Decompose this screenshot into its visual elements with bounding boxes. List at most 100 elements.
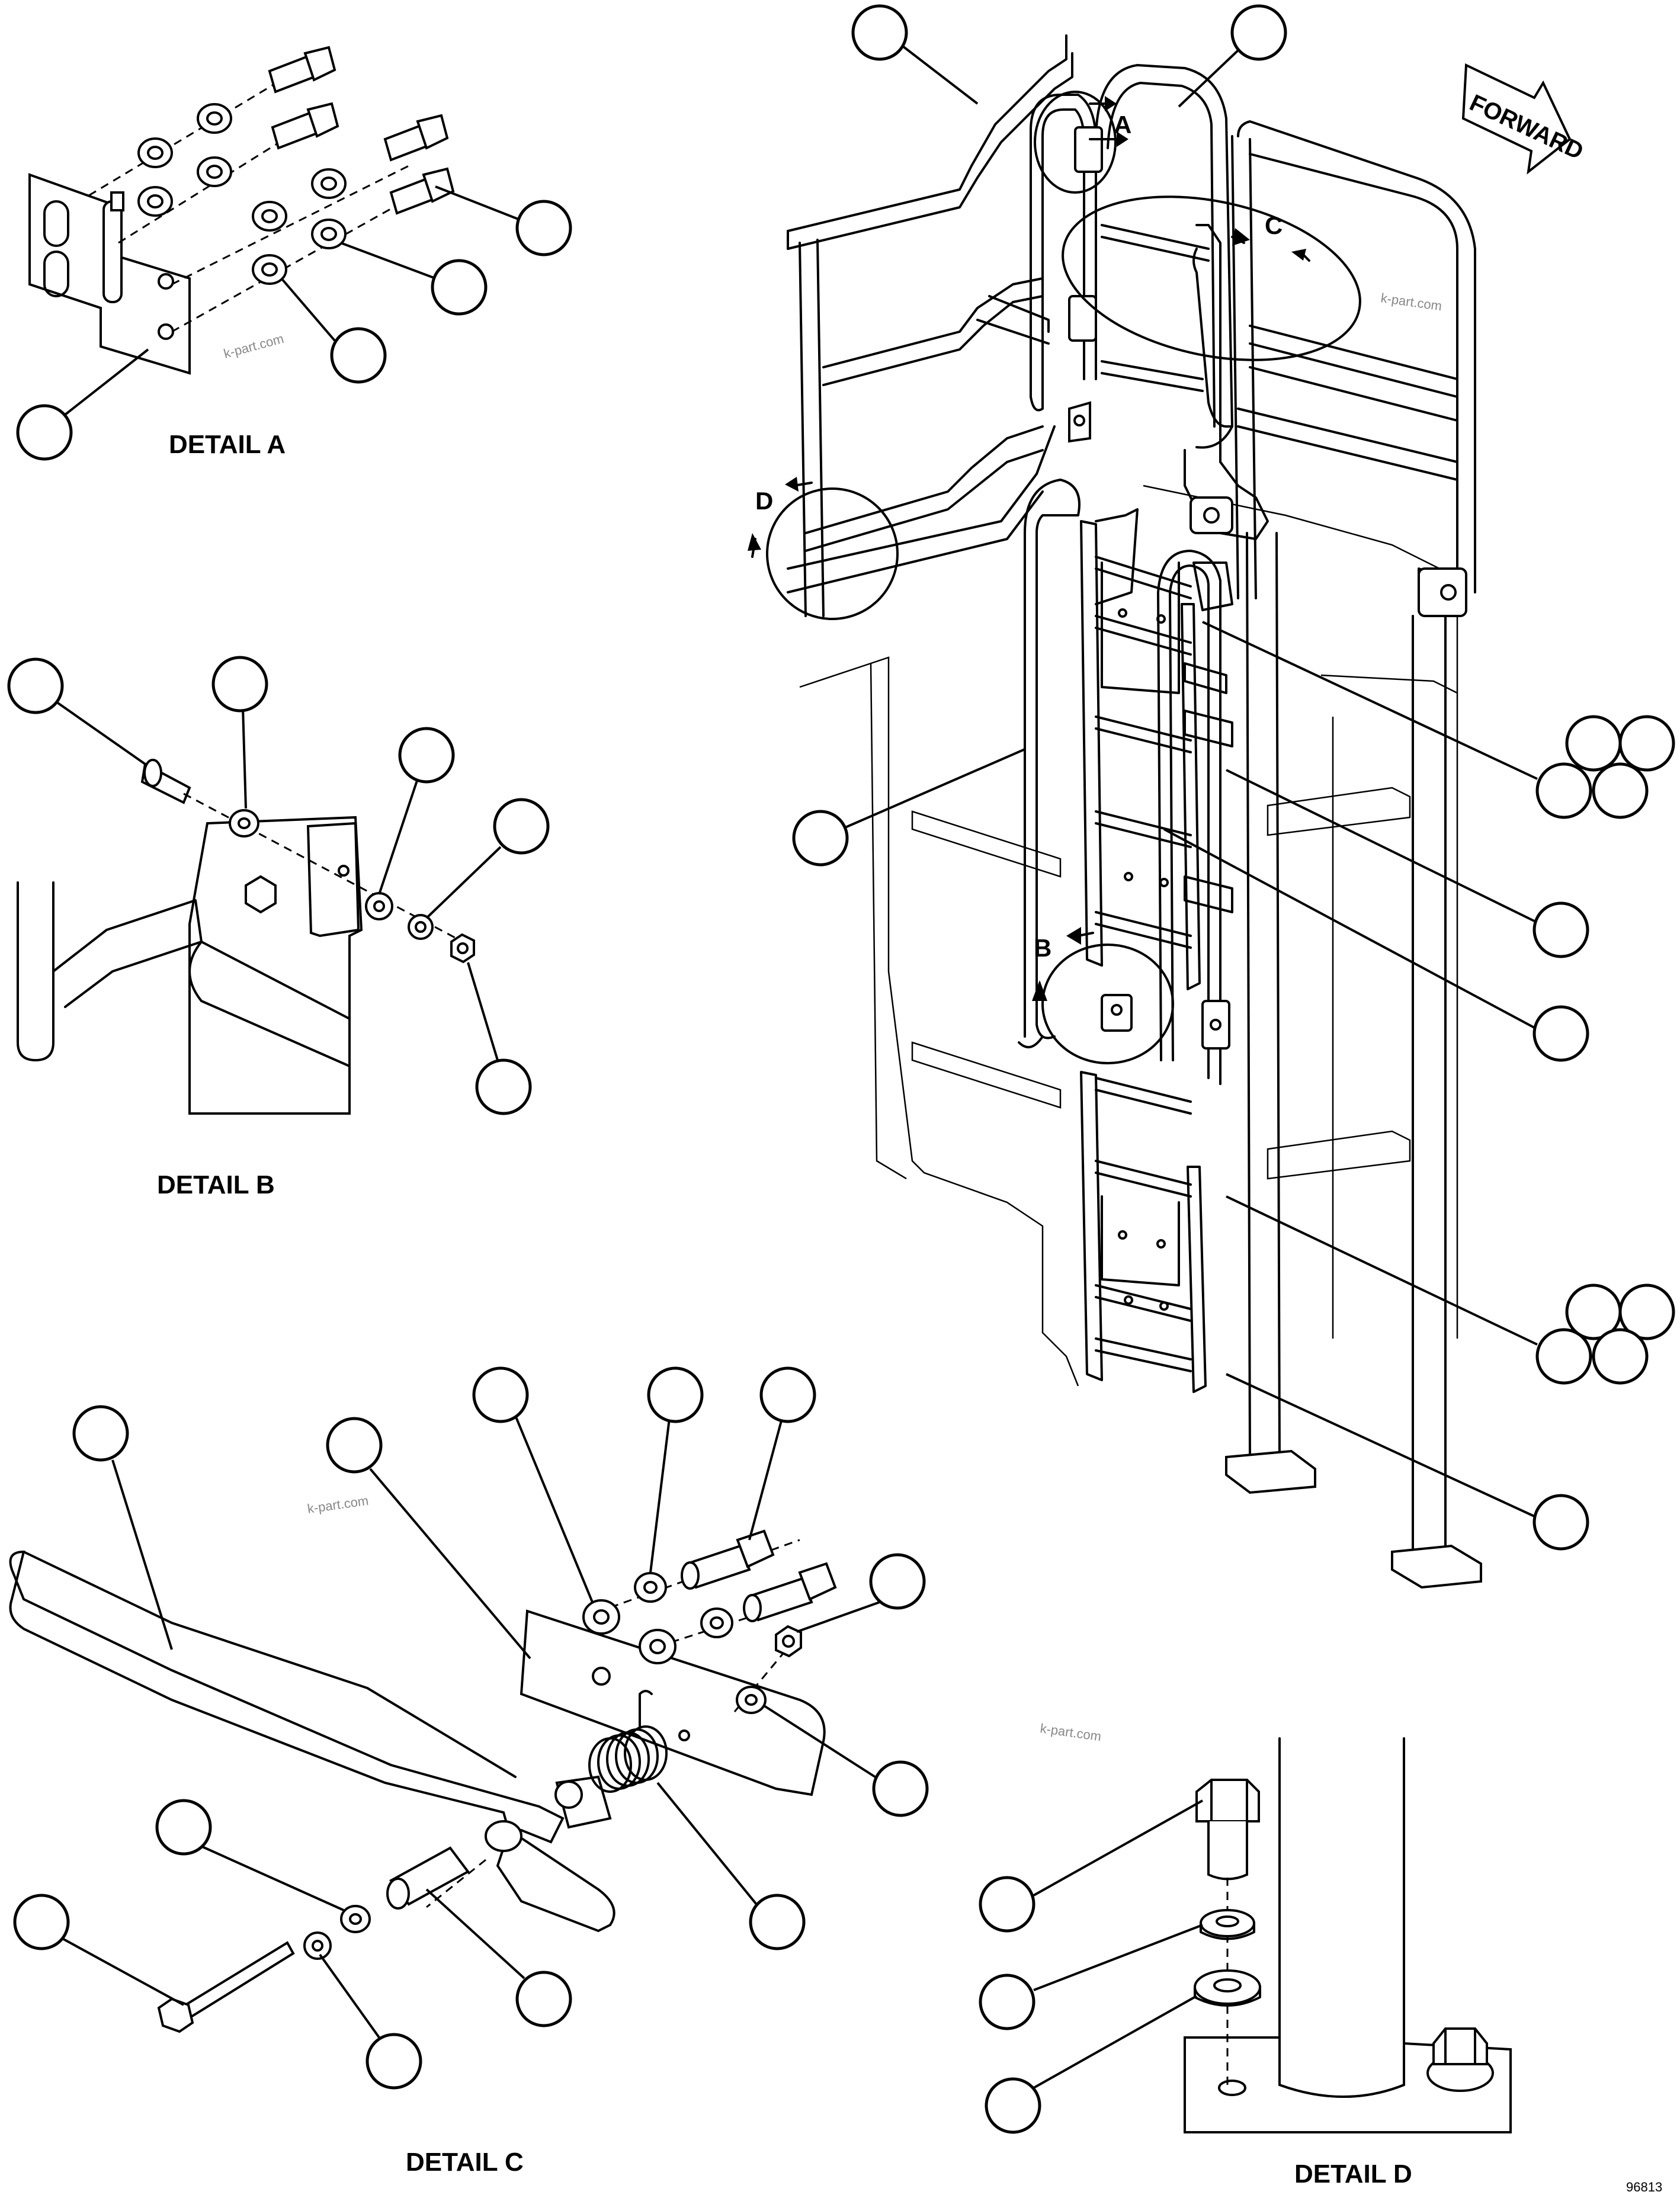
detail-c-callout-12 <box>366 2033 422 2090</box>
detail-d-callout-3 <box>985 2077 1041 2134</box>
detail-c-long-bolt <box>157 1941 295 2033</box>
detail-c-callout-10 <box>13 1894 70 1950</box>
detail-c-nut <box>775 1625 802 1658</box>
detail-a-bolt-1 <box>268 46 336 94</box>
detail-c-washer-2 <box>634 1572 667 1603</box>
detail-a-grease-fitting <box>110 191 124 211</box>
main-letter-a: A <box>1114 111 1131 139</box>
main-post-right <box>1412 615 1447 1553</box>
main-callout-6 <box>1535 762 1592 819</box>
detail-c-callout-8 <box>749 1894 806 1950</box>
detail-d-watermark: k-part.com <box>1039 1721 1102 1744</box>
detail-c-bushing <box>386 1846 470 1910</box>
main-ladder-upper <box>1080 508 1201 990</box>
detail-a-slot-1 <box>43 200 69 247</box>
main-handrail-left <box>787 34 1073 250</box>
main-callout-4 <box>1565 715 1622 772</box>
detail-b-callout-5 <box>475 1058 532 1115</box>
detail-b-callout-3 <box>398 727 455 784</box>
forward-arrow-icon: FORWARD <box>1461 63 1587 175</box>
detail-c-group: k-part.com DETAIL C <box>9 1366 929 2177</box>
detail-b-washer-2 <box>365 892 393 920</box>
detail-c-spring <box>588 1690 668 1793</box>
main-callout-3 <box>792 810 849 867</box>
main-ladder-lower <box>1080 1071 1207 1393</box>
detail-a-washer-4 <box>137 186 173 217</box>
main-callout-5 <box>1618 715 1675 772</box>
detail-c-bolt-2 <box>743 1562 837 1622</box>
detail-c-bolt-1 <box>681 1529 775 1590</box>
detail-c-watermark: k-part.com <box>306 1493 369 1516</box>
main-callout-7 <box>1592 762 1649 819</box>
main-detail-d-circle <box>766 487 899 620</box>
main-post-center <box>1246 532 1281 1458</box>
detail-d-washer-2 <box>1194 1969 1261 2005</box>
detail-c-washer-6 <box>340 1905 371 1933</box>
detail-a-washer-8 <box>252 254 287 285</box>
detail-a-callout-2 <box>431 259 488 316</box>
detail-a-washer-7 <box>311 219 347 249</box>
detail-b-handrail <box>17 881 54 1061</box>
detail-c-washer-4 <box>700 1607 733 1638</box>
detail-c-washer-7 <box>303 1931 332 1960</box>
detail-c-callout-6 <box>869 1553 926 1610</box>
detail-d-group: k-part.com DETAIL D <box>979 1721 1512 2189</box>
main-detail-a-circle <box>1034 91 1117 194</box>
detail-a-bolt-3 <box>383 114 449 162</box>
detail-a-hinge-barrel <box>102 200 123 303</box>
detail-c-label: DETAIL C <box>406 2148 524 2177</box>
detail-b-tube <box>200 941 351 1067</box>
detail-c-washer-5 <box>736 1686 767 1714</box>
main-callout-9 <box>1532 1005 1589 1062</box>
detail-a-bolt-4 <box>389 167 455 215</box>
detail-d-callout-1 <box>979 1876 1035 1933</box>
detail-c-callout-2 <box>326 1417 383 1474</box>
detail-d-label: DETAIL D <box>1294 2160 1412 2189</box>
detail-a-hole-1 <box>158 273 174 290</box>
detail-d-callout-2 <box>979 1974 1035 2030</box>
detail-b-callout-4 <box>493 798 550 855</box>
detail-c-callout-11 <box>515 1971 572 2027</box>
detail-c-callout-3 <box>472 1366 529 1423</box>
main-assembly: A C D B FORWARD k-part.com <box>748 4 1675 1589</box>
main-lower-handrail <box>1024 479 1081 1039</box>
detail-a-washer-1 <box>197 103 232 134</box>
main-callout-13 <box>1592 1328 1649 1385</box>
main-callout-11 <box>1618 1283 1675 1340</box>
detail-b-callout-2 <box>211 656 268 713</box>
detail-b-nut <box>450 933 475 964</box>
detail-c-washer-1 <box>582 1599 620 1635</box>
detail-c-plate <box>520 1609 826 1796</box>
detail-c-callout-4 <box>647 1366 704 1423</box>
main-upper-cage <box>1095 64 1233 449</box>
detail-c-callout-1 <box>72 1405 129 1462</box>
drawing-reference-number: 96813 <box>1626 2180 1662 2194</box>
main-callout-1 <box>851 4 908 61</box>
detail-a-slot-2 <box>43 251 69 297</box>
detail-a-washer-6 <box>252 201 287 232</box>
detail-a-watermark: k-part.com <box>222 331 286 361</box>
detail-b-callout-1 <box>7 657 64 714</box>
detail-a-washer-2 <box>137 137 173 168</box>
detail-b-group: DETAIL B <box>7 656 550 1199</box>
main-watermark: k-part.com <box>1380 290 1442 313</box>
main-letter-c: C <box>1265 211 1283 239</box>
detail-a-callout-4 <box>16 404 73 461</box>
detail-c-washer-3 <box>639 1629 677 1664</box>
detail-d-installed-bolt <box>1426 2027 1494 2092</box>
detail-a-washer-3 <box>197 156 232 187</box>
main-letter-d: D <box>755 487 773 515</box>
detail-d-washer-1 <box>1200 1909 1255 1937</box>
main-callout-14 <box>1532 1494 1589 1551</box>
detail-b-bolt-head <box>245 875 277 914</box>
main-letter-b: B <box>1034 934 1051 962</box>
detail-c-latch-arm <box>9 1550 565 1844</box>
detail-b-pin <box>140 759 191 804</box>
main-callout-12 <box>1535 1328 1592 1385</box>
detail-a-bolt-2 <box>271 102 339 150</box>
detail-a-washer-5 <box>311 168 347 199</box>
detail-a-group: k-part.com DETAIL A <box>16 46 572 461</box>
main-detail-b-circle <box>1041 944 1174 1064</box>
main-callout-8 <box>1532 901 1589 958</box>
